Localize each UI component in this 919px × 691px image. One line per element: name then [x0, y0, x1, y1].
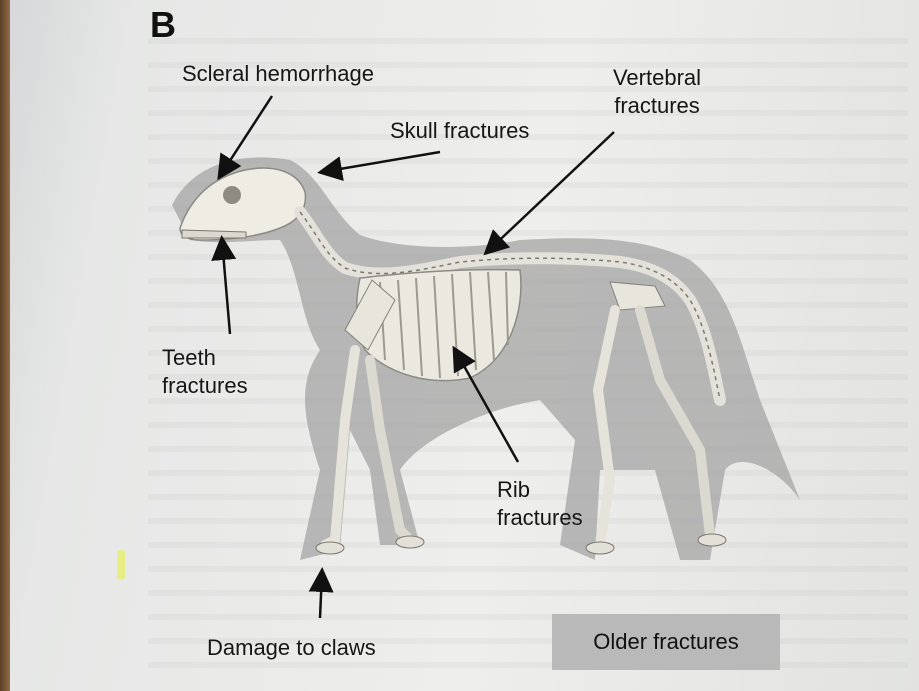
paw [316, 542, 344, 554]
arrow-vertebral-fractures [487, 132, 614, 252]
label-damage-to-claws: Damage to claws [207, 634, 376, 662]
label-rib-line1: Rib [497, 476, 583, 504]
arrow-teeth-fractures [222, 240, 230, 334]
label-teeth-line2: fractures [162, 372, 248, 400]
arrow-damage-to-claws [320, 572, 322, 618]
paw [396, 536, 424, 548]
legend-older-fractures: Older fractures [552, 614, 780, 670]
legend-older-fractures-label: Older fractures [593, 629, 739, 655]
label-rib-line2: fractures [497, 504, 583, 532]
panel-letter: B [150, 4, 176, 46]
arrow-skull-fractures [322, 152, 440, 172]
label-vertebral-line2: fractures [607, 92, 707, 120]
label-skull-fractures: Skull fractures [390, 117, 529, 145]
label-teeth-line1: Teeth [162, 344, 248, 372]
label-scleral-hemorrhage: Scleral hemorrhage [182, 60, 374, 88]
label-vertebral-line1: Vertebral [607, 64, 707, 92]
eye-socket [223, 186, 241, 204]
paw [698, 534, 726, 546]
label-teeth-fractures: Teeth fractures [162, 344, 248, 400]
label-vertebral-fractures: Vertebral fractures [607, 64, 707, 120]
teeth-row [182, 230, 246, 238]
label-rib-fractures: Rib fractures [497, 476, 583, 532]
paw [586, 542, 614, 554]
